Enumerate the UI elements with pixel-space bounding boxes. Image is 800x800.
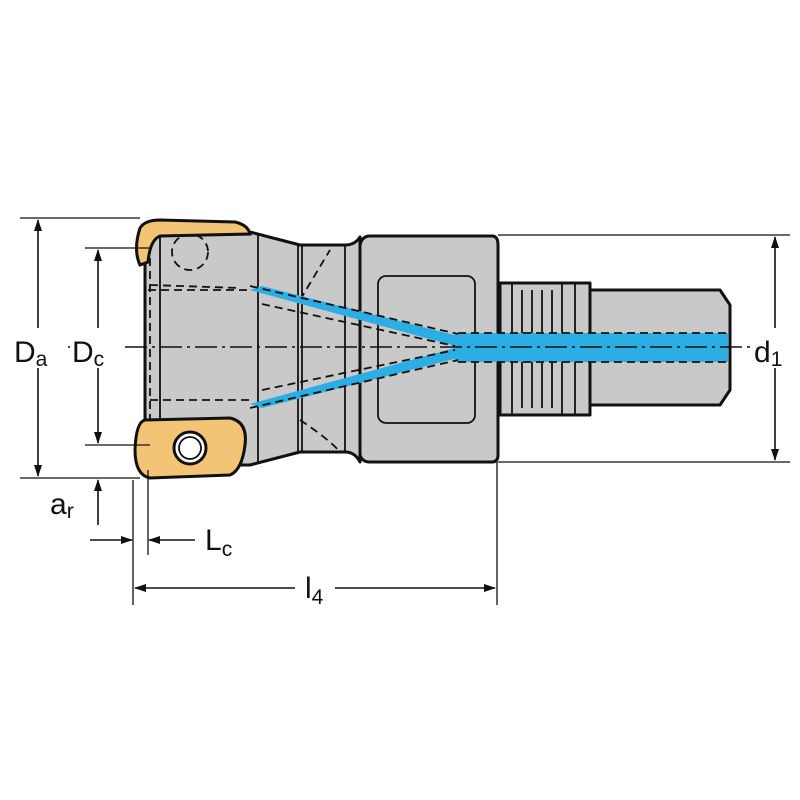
head-lines: [159, 234, 346, 462]
label-l4: l4: [305, 572, 324, 609]
label-ar: ar: [50, 488, 74, 523]
extension-lines: [20, 217, 790, 605]
insert-bottom: [133, 416, 247, 480]
label-d1: d1: [754, 336, 782, 371]
coolant-channel-lower: [250, 348, 458, 408]
insert-top: [135, 218, 252, 267]
coolant-channel-upper: [250, 286, 458, 346]
label-Lc: Lc: [205, 524, 232, 561]
label-Da: Da: [14, 336, 48, 371]
label-Dc: Dc: [72, 336, 104, 371]
hidden-lines: [148, 245, 341, 470]
tool-body: [143, 230, 732, 470]
